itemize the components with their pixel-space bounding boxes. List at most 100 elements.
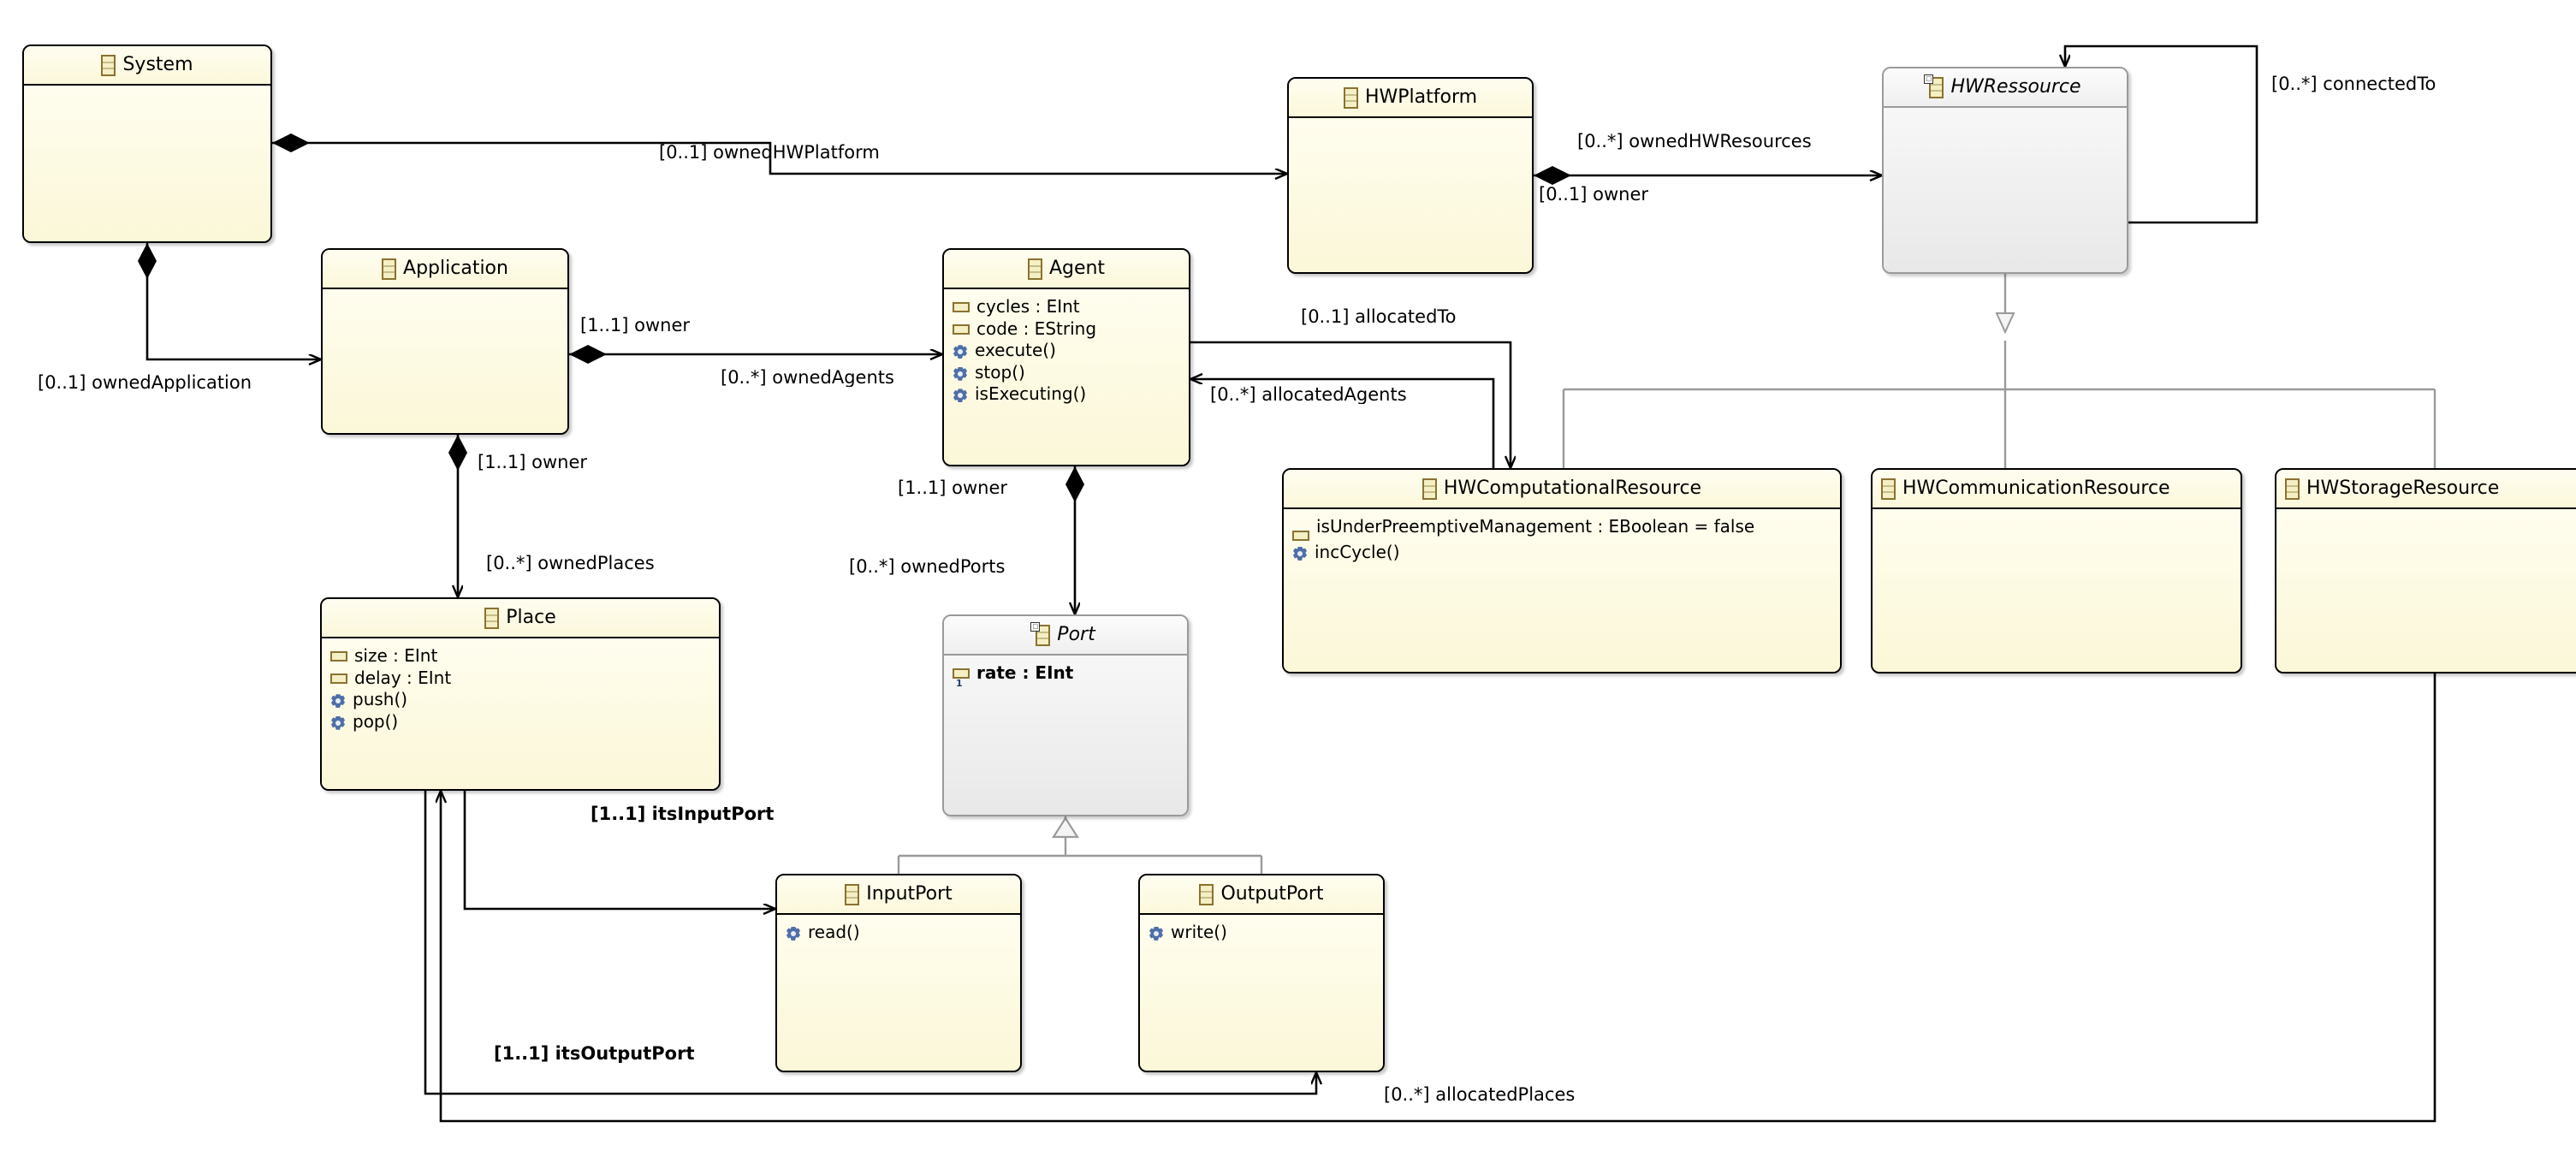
class-name: Port [1057,624,1095,645]
class-title-bar: HWPlatform [1289,79,1532,118]
operation-label: write() [1171,922,1227,942]
class-icon [1027,258,1042,280]
class-body: 1 rate : EInt [944,656,1187,815]
class-body: write() [1140,915,1383,1071]
operation-row: stop() [944,362,1189,384]
generalization-branch-hwressource [1562,341,2437,468]
edge-label-owned-agents: [0..*] ownedAgents [721,369,894,387]
operation-row: pop() [322,711,719,733]
class-title-bar: Agent [944,250,1189,289]
class-title-bar: □ Port [944,616,1187,656]
edge-label-allocated-places: [0..*] allocatedPlaces [1384,1086,1576,1104]
class-title-bar: InputPort [777,875,1020,915]
edge-label-allocated-to: [0..1] allocatedTo [1301,308,1457,326]
class-node-hwstorageresource[interactable]: HWStorageResource [2275,468,2576,674]
attribute-row: size : EInt [322,645,719,668]
operation-row: execute() [944,340,1189,362]
class-name: Place [506,607,556,628]
class-node-hwressource[interactable]: □ HWRessource [1882,67,2128,274]
class-node-outputport[interactable]: OutputPort write() [1138,874,1385,1072]
attribute-row: code : EString [944,318,1189,341]
class-icon [1343,86,1358,109]
class-title-bar: HWComputationalResource [1284,470,1840,509]
operation-label: isExecuting() [975,383,1087,405]
class-name: InputPort [866,883,953,905]
edge-label-owned-places: [0..*] ownedPlaces [486,555,655,573]
class-node-port[interactable]: □ Port 1 rate : EInt [942,614,1189,816]
class-icon [845,883,860,905]
abstract-marker-icon: □ [1924,74,1934,84]
class-name: Agent [1048,258,1106,279]
attribute-label: delay : EInt [354,667,452,688]
class-icon [382,258,397,280]
operation-row: incCycle() [1284,542,1840,564]
attribute-label: rate : EInt [976,662,1074,683]
attribute-label: isUnderPreemptiveManagement : EBoolean =… [1316,517,1755,537]
class-title-bar: □ HWRessource [1884,68,2127,108]
class-icon: □ [1030,621,1051,646]
class-name: HWRessource [1950,76,2081,98]
class-title-bar: System [24,46,270,86]
class-node-hwcommunicationresource[interactable]: HWCommunicationResource [1871,468,2242,674]
class-icon [484,607,500,629]
edge-label-its-input-port: [1..1] itsInputPort [591,805,775,823]
class-node-hwcomputationalresource[interactable]: HWComputationalResource isUnderPreemptiv… [1282,468,1842,674]
class-node-agent[interactable]: Agent cycles : EInt code : EString execu… [942,248,1190,466]
edge-label-allocated-agents: [0..*] allocatedAgents [1210,386,1407,404]
operation-label: incCycle() [1315,542,1400,562]
operation-icon [1149,926,1164,941]
class-body [24,86,270,241]
edge-owned-application [138,243,321,359]
class-name: HWPlatform [1364,86,1478,108]
edge-label-owned-hw-platform: [0..1] ownedHWPlatform [659,144,880,162]
edge-label-agent-port-owner: [1..1] owner [898,479,1008,497]
class-body: read() [777,915,1020,1071]
class-body [1289,118,1532,272]
edge-owned-agents [569,345,942,364]
attribute-row: 1 rate : EInt [944,662,1187,688]
class-node-system[interactable]: System [22,45,272,243]
class-node-application[interactable]: Application [321,248,569,435]
class-node-hwplatform[interactable]: HWPlatform [1287,77,1534,274]
class-node-place[interactable]: Place size : EInt delay : EInt push() po… [320,597,721,791]
class-icon [1199,883,1214,905]
class-title-bar: HWStorageResource [2276,470,2576,509]
edge-label-hwplatform-owner: [0..1] owner [1539,186,1649,204]
attribute-label: cycles : EInt [976,296,1080,317]
operation-icon [953,388,968,403]
operation-label: pop() [353,710,399,732]
edge-generalization-port [897,816,1263,874]
attribute-icon [953,323,970,335]
edge-label-application-owner: [1..1] owner [580,317,691,335]
class-body: cycles : EInt code : EString execute() s… [944,289,1189,465]
class-icon [1422,478,1437,500]
operation-label: push() [353,689,408,710]
operation-row: isExecuting() [944,383,1189,406]
attribute-row: isUnderPreemptiveManagement : EBoolean =… [1284,516,1840,542]
class-name: HWCommunicationResource [1902,478,2170,499]
class-name: OutputPort [1220,883,1324,905]
class-name: HWStorageResource [2306,478,2500,499]
class-body [2276,509,2576,672]
attribute-row: cycles : EInt [944,296,1189,318]
class-node-inputport[interactable]: InputPort read() [775,874,1022,1072]
operation-icon [953,366,968,382]
edge-allocated-to [1190,341,1511,468]
class-icon [2285,478,2300,500]
attribute-label: code : EString [976,317,1097,339]
class-name: System [122,54,193,75]
operation-label: stop() [975,361,1025,383]
operation-row: read() [777,922,1020,944]
class-name: HWComputationalResource [1443,478,1702,499]
attribute-label: size : EInt [354,645,438,666]
edge-label-owned-hw-resources: [0..*] ownedHWResources [1577,133,1812,151]
operation-icon [786,926,801,941]
operation-label: execute() [975,340,1056,361]
class-body [1884,108,2127,272]
edge-owned-hw-resources [1534,166,1882,185]
operation-label: read() [808,922,860,942]
operation-icon [1292,546,1308,561]
edge-owned-places [448,435,467,597]
edge-label-its-output-port: [1..1] itsOutputPort [494,1045,695,1063]
